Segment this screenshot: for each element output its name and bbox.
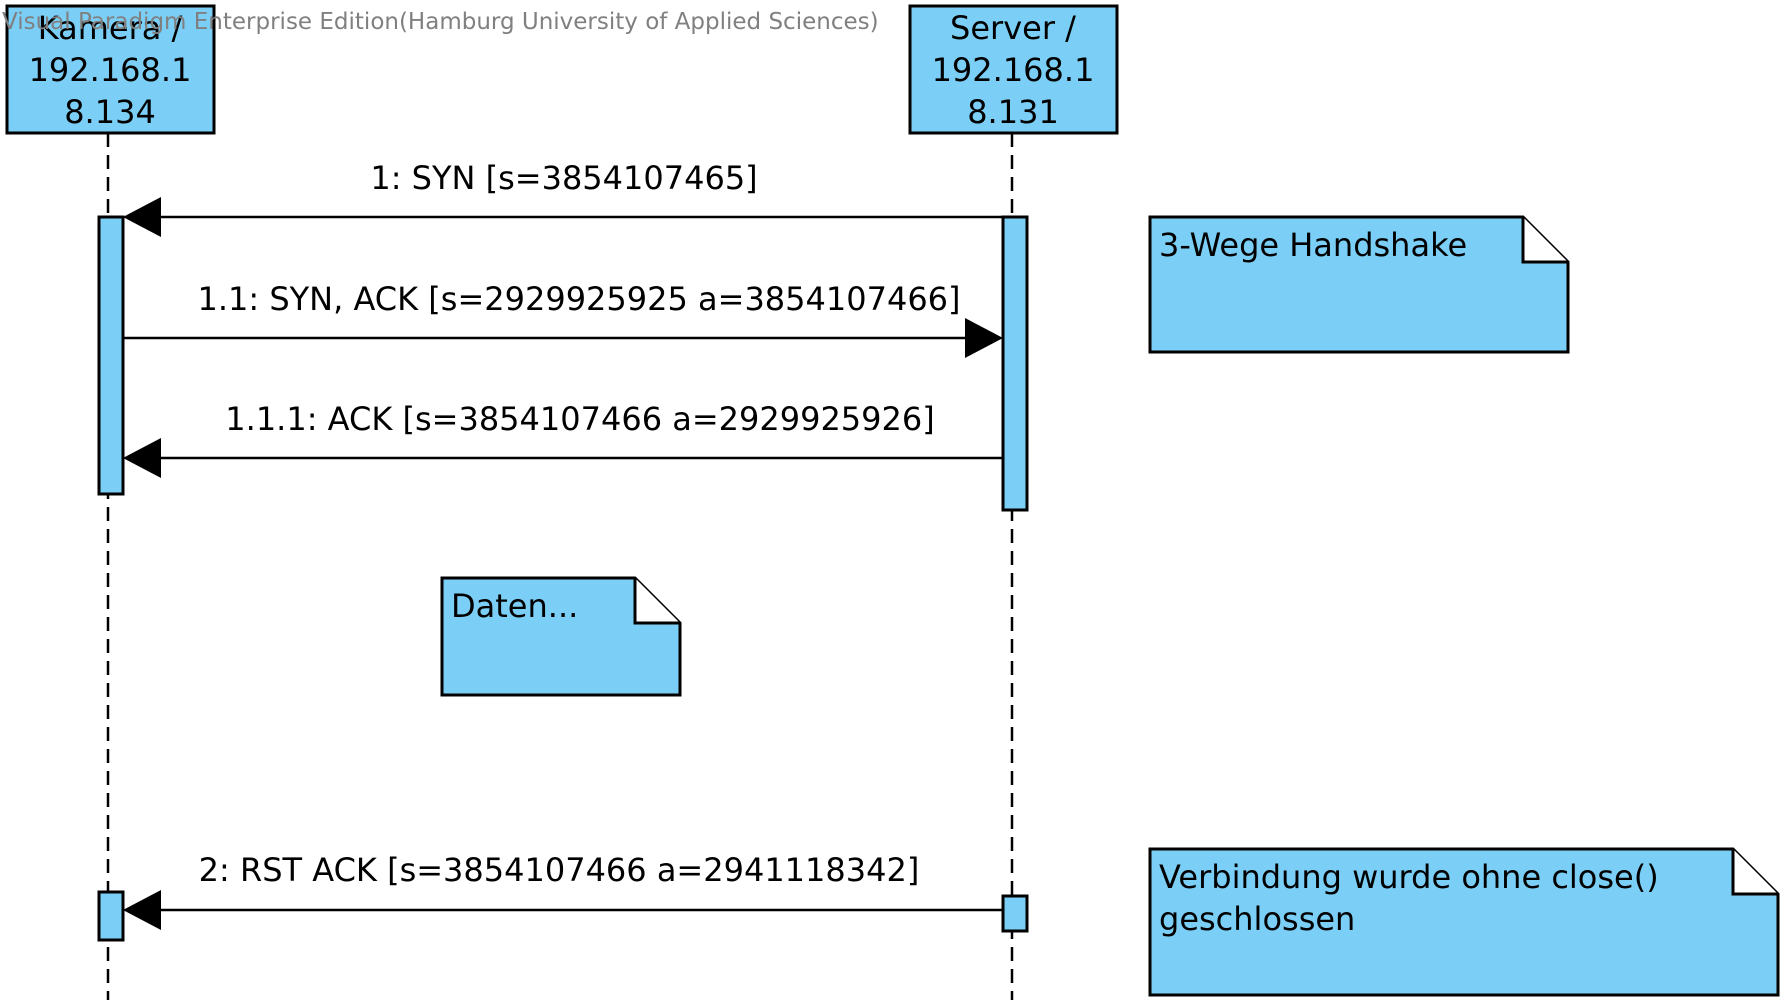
- message-1-1-1[interactable]: 1.1.1: ACK [s=3854107466 a=2929925926]: [123, 400, 1003, 478]
- lifeline-kamera-label-3: 8.134: [64, 93, 156, 131]
- activation-server-1[interactable]: [1001, 215, 1029, 512]
- note-fold-icon: [1731, 849, 1778, 896]
- arrowhead-icon: [123, 197, 161, 237]
- lifeline-kamera-label-2: 192.168.1: [29, 51, 192, 89]
- activation-kamera-1[interactable]: [97, 215, 125, 496]
- activation-server-2[interactable]: [1001, 894, 1029, 933]
- note-handshake[interactable]: 3-Wege Handshake: [1148, 215, 1570, 354]
- watermark-text: Visual Paradigm Enterprise Edition(Hambu…: [2, 9, 879, 35]
- lifeline-server-label-2: 192.168.1: [932, 51, 1095, 89]
- arrowhead-icon: [123, 438, 161, 478]
- message-1-1-1-label: 1.1.1: ACK [s=3854107466 a=2929925926]: [225, 400, 934, 438]
- arrowhead-icon: [965, 318, 1003, 358]
- message-2-label: 2: RST ACK [s=3854107466 a=2941118342]: [199, 851, 920, 889]
- lifeline-server-label-3: 8.131: [967, 93, 1059, 131]
- lifeline-kamera-head[interactable]: Kamera / 192.168.1 8.134: [5, 4, 216, 135]
- note-fold-icon: [1521, 217, 1568, 264]
- message-2[interactable]: 2: RST ACK [s=3854107466 a=2941118342]: [123, 851, 1003, 930]
- lifeline-server-head[interactable]: Server / 192.168.1 8.131: [908, 4, 1119, 135]
- message-1-1[interactable]: 1.1: SYN, ACK [s=2929925925 a=3854107466…: [123, 280, 1003, 358]
- activation-kamera-2[interactable]: [97, 890, 125, 942]
- note-closed-text-1: Verbindung wurde ohne close(): [1159, 858, 1659, 896]
- note-daten[interactable]: Daten...: [440, 576, 682, 697]
- message-1-label: 1: SYN [s=3854107465]: [370, 159, 757, 197]
- note-handshake-text: 3-Wege Handshake: [1159, 226, 1467, 264]
- message-1[interactable]: 1: SYN [s=3854107465]: [123, 159, 1003, 237]
- lifeline-server-label-1: Server /: [950, 9, 1076, 47]
- note-closed[interactable]: Verbindung wurde ohne close() geschlosse…: [1148, 847, 1780, 997]
- arrowhead-icon: [123, 890, 161, 930]
- note-fold-icon: [633, 578, 680, 625]
- lifeline-kamera-label-1: Kamera /: [38, 9, 183, 47]
- message-1-1-label: 1.1: SYN, ACK [s=2929925925 a=3854107466…: [197, 280, 960, 318]
- note-daten-text: Daten...: [451, 587, 578, 625]
- note-closed-text-2: geschlossen: [1159, 900, 1355, 938]
